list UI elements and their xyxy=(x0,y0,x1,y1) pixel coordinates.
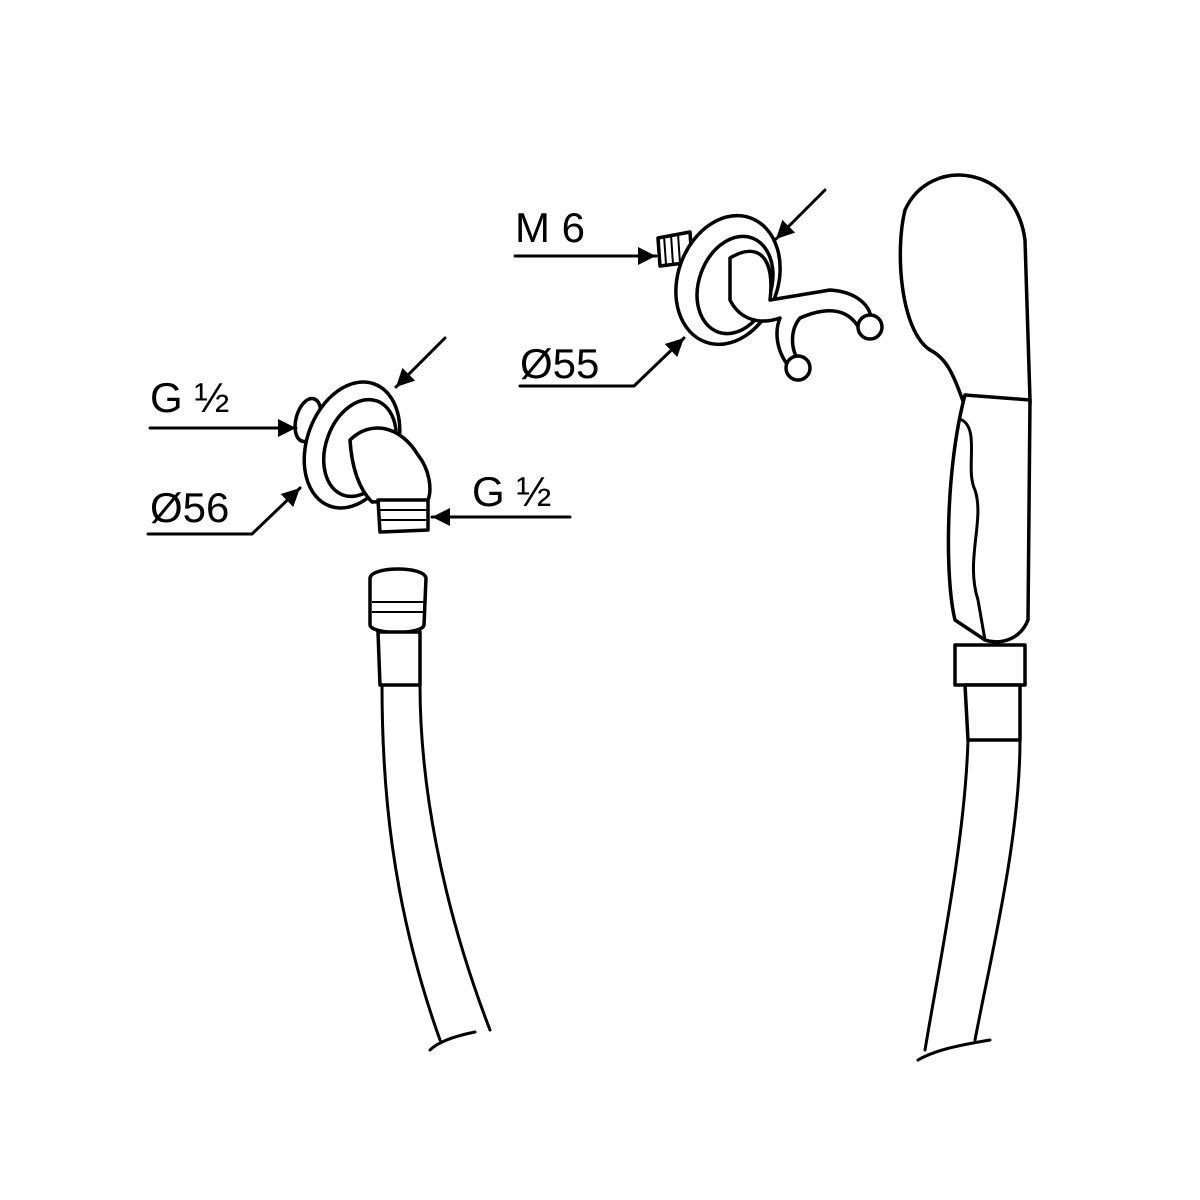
label-holder-diameter: Ø55 xyxy=(520,340,599,387)
dimension-g-half-inlet: G ½ xyxy=(148,336,447,437)
hand-shower xyxy=(898,173,1032,1062)
label-elbow-inlet-thread: G ½ xyxy=(150,374,229,421)
dimension-diameter-56: Ø56 xyxy=(146,484,302,536)
label-holder-thread: M 6 xyxy=(515,204,585,251)
label-elbow-outlet-thread: G ½ xyxy=(472,468,551,515)
label-elbow-diameter: Ø56 xyxy=(150,484,229,531)
dimension-g-half-outlet: G ½ xyxy=(430,468,572,526)
dimension-diameter-55: Ø55 xyxy=(518,336,686,388)
wall-elbow xyxy=(293,380,432,534)
wall-holder xyxy=(656,213,884,382)
dimension-m6: M 6 xyxy=(513,188,827,265)
shower-hose xyxy=(368,567,492,1052)
